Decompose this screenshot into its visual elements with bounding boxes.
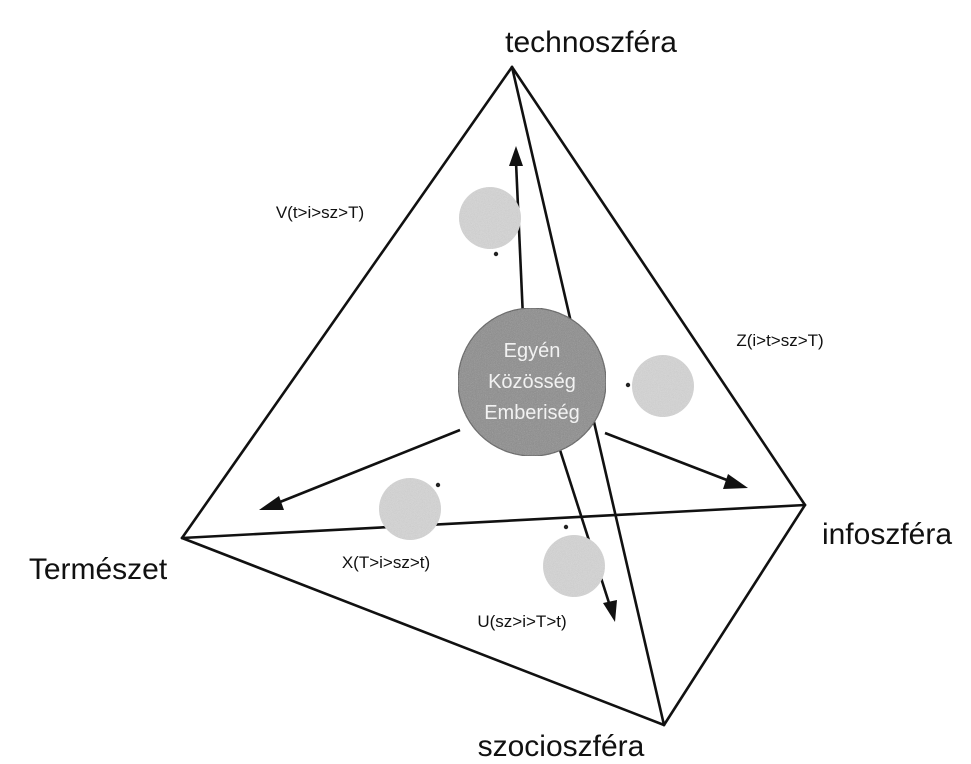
node-u-circle bbox=[543, 535, 605, 597]
node-z bbox=[625, 355, 694, 417]
node-v-dot bbox=[493, 251, 499, 257]
node-x-dot bbox=[435, 482, 441, 488]
node-x bbox=[379, 478, 441, 540]
arrow-to-infosphere bbox=[604, 431, 748, 489]
arrow-to-sociosphere bbox=[558, 449, 617, 622]
node-u-dot bbox=[563, 524, 569, 530]
edge-left-right bbox=[180, 503, 807, 540]
center-arrows bbox=[259, 146, 748, 622]
vertex-label-right: infoszféra bbox=[822, 518, 952, 551]
node-u bbox=[543, 524, 605, 597]
edge-top-right bbox=[510, 65, 807, 507]
node-u-label: U(sz>i>T>t) bbox=[477, 612, 566, 631]
node-z-label: Z(i>t>sz>T) bbox=[736, 331, 823, 350]
edge-top-left bbox=[180, 65, 514, 540]
center-line-3: Emberiség bbox=[484, 402, 580, 424]
arrow-to-technosphere bbox=[509, 146, 525, 319]
node-v-circle bbox=[459, 187, 521, 249]
node-z-dot bbox=[625, 382, 631, 388]
vertex-label-top: technoszféra bbox=[505, 26, 677, 59]
center-node: Egyén Közösség Emberiség bbox=[457, 307, 607, 457]
node-x-circle bbox=[379, 478, 441, 540]
node-v-label: V(t>i>sz>T) bbox=[276, 203, 364, 222]
arrow-to-nature bbox=[259, 428, 461, 510]
vertex-label-bottom: szocioszféra bbox=[478, 730, 645, 763]
center-line-1: Egyén bbox=[504, 340, 561, 362]
node-x-label: X(T>i>sz>t) bbox=[342, 553, 430, 572]
center-line-2: Közösség bbox=[488, 371, 576, 393]
center-circle bbox=[457, 307, 607, 457]
node-v bbox=[459, 187, 521, 257]
edge-right-bottom bbox=[662, 503, 807, 727]
node-z-circle bbox=[632, 355, 694, 417]
edge-left-bottom bbox=[180, 536, 666, 727]
vertex-label-left: Természet bbox=[29, 553, 168, 586]
